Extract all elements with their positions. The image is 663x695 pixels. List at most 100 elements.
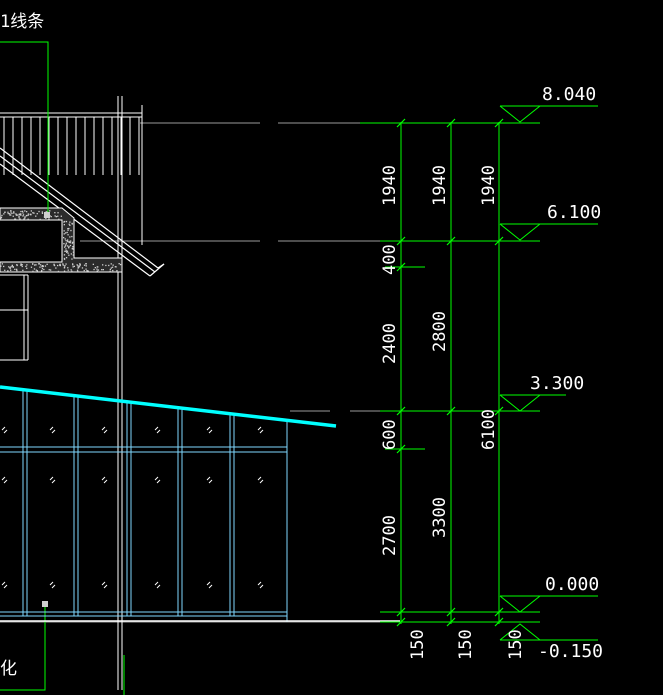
concrete-speck xyxy=(72,254,74,256)
concrete-speck xyxy=(110,263,112,265)
concrete-speck xyxy=(71,242,73,244)
concrete-speck xyxy=(86,270,88,272)
glass-tick xyxy=(101,581,106,586)
glass-tick xyxy=(49,476,54,481)
concrete-speck xyxy=(0,265,2,267)
concrete-speck xyxy=(10,269,12,271)
concrete-speck xyxy=(41,269,43,272)
concrete-speck xyxy=(97,269,100,271)
concrete-speck xyxy=(9,214,11,216)
concrete-speck xyxy=(63,270,66,272)
concrete-speck xyxy=(71,248,73,250)
concrete-speck xyxy=(35,264,37,266)
concrete-speck xyxy=(0,216,3,218)
concrete-speck xyxy=(53,264,55,266)
concrete-speck xyxy=(55,267,57,269)
concrete-speck xyxy=(65,257,68,259)
concrete-speck xyxy=(77,265,79,267)
annotation-bottom: 化 xyxy=(0,659,17,679)
glass-tick xyxy=(3,479,8,484)
concrete-speck xyxy=(96,270,98,272)
concrete-speck xyxy=(39,218,41,221)
glass-tick xyxy=(259,584,264,589)
concrete-speck xyxy=(38,263,40,265)
concrete-speck xyxy=(35,269,37,271)
concrete-speck xyxy=(66,250,69,252)
concrete-speck xyxy=(14,218,17,220)
concrete-speck xyxy=(19,213,21,216)
concrete-speck xyxy=(65,250,67,252)
concrete-speck xyxy=(27,214,29,216)
concrete-speck xyxy=(67,269,69,271)
glass-tick xyxy=(206,581,211,586)
concrete-speck xyxy=(32,270,34,272)
concrete-speck xyxy=(20,214,22,216)
concrete-speck xyxy=(69,240,71,243)
concrete-speck xyxy=(65,263,67,265)
concrete-speck xyxy=(63,266,66,268)
leader-marker xyxy=(42,601,48,607)
dim-col2-3300: 3300 xyxy=(430,497,450,538)
concrete-speck xyxy=(58,218,60,220)
concrete-speck xyxy=(67,229,69,231)
concrete-speck xyxy=(48,218,50,220)
concrete-speck xyxy=(50,216,52,218)
concrete-speck xyxy=(60,215,62,217)
glass-tick xyxy=(51,479,56,484)
concrete-speck xyxy=(12,215,14,217)
concrete-speck xyxy=(68,247,70,249)
concrete-speck xyxy=(79,264,81,266)
concrete-speck xyxy=(62,264,64,266)
concrete-speck xyxy=(71,270,73,272)
concrete-speck xyxy=(43,268,45,271)
concrete-speck xyxy=(71,258,73,260)
dim-col3-150: 150 xyxy=(506,629,526,660)
concrete-speck xyxy=(67,234,69,236)
glass-tick xyxy=(208,429,213,434)
concrete-speck xyxy=(17,214,19,216)
concrete-speck xyxy=(40,264,42,266)
dim-col3-1940: 1940 xyxy=(479,165,499,206)
dim-col1-1940: 1940 xyxy=(380,165,400,206)
concrete-speck xyxy=(72,263,74,265)
leader-marker xyxy=(44,212,50,218)
glass-tick xyxy=(156,584,161,589)
concrete-speck xyxy=(0,217,2,219)
concrete-speck xyxy=(54,212,56,214)
concrete-speck xyxy=(18,217,20,219)
concrete-speck xyxy=(41,266,43,268)
elevation-markers xyxy=(499,105,598,641)
concrete-speck xyxy=(73,265,75,267)
dimension-tick xyxy=(396,262,406,272)
glass-tick xyxy=(1,426,6,431)
concrete-speck xyxy=(49,210,51,212)
glass-tick xyxy=(206,476,211,481)
concrete-speck xyxy=(46,211,48,213)
concrete-speck xyxy=(53,263,55,265)
concrete-speck xyxy=(26,211,28,213)
concrete-speck xyxy=(67,252,69,254)
concrete-speck xyxy=(13,212,15,214)
concrete-speck xyxy=(96,266,98,268)
cornice xyxy=(0,207,123,273)
concrete-speck xyxy=(41,212,44,214)
dim-col1-600: 600 xyxy=(380,419,400,450)
concrete-speck xyxy=(111,266,114,268)
concrete-speck xyxy=(22,269,24,271)
concrete-speck xyxy=(92,263,94,265)
concrete-speck xyxy=(39,266,41,268)
concrete-speck xyxy=(57,264,59,267)
concrete-speck xyxy=(93,268,95,271)
concrete-speck xyxy=(8,266,10,268)
concrete-speck xyxy=(49,215,51,217)
concrete-speck xyxy=(45,217,47,219)
concrete-speck xyxy=(63,233,65,235)
concrete-speck xyxy=(68,223,70,225)
glass-tick xyxy=(154,581,159,586)
concrete-speck xyxy=(112,269,114,272)
glass-tick xyxy=(154,426,159,431)
concrete-speck xyxy=(65,242,67,244)
concrete-speck xyxy=(11,212,13,214)
concrete-speck xyxy=(68,227,70,230)
elevation-label-0000: 0.000 xyxy=(545,574,600,595)
